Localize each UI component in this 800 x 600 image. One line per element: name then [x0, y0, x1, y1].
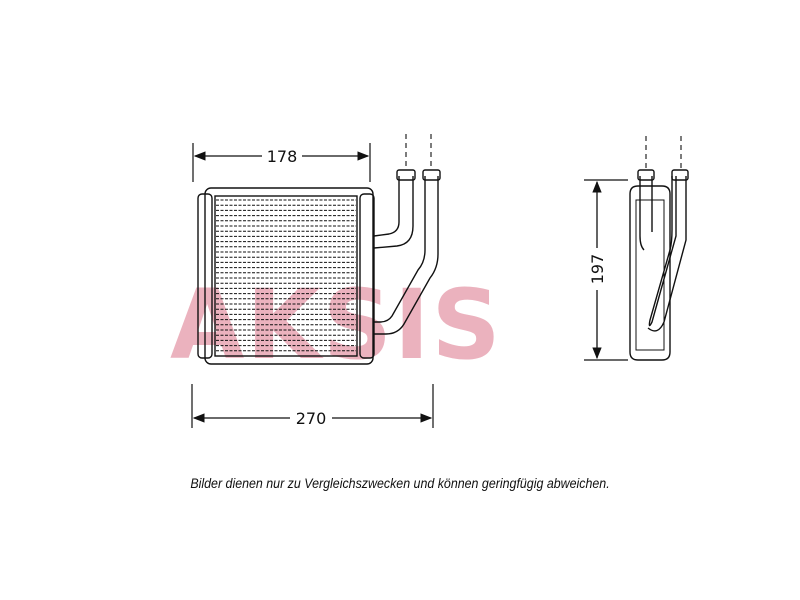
- inlet-outlet-pipes: [373, 134, 441, 335]
- dimension-label-270: 270: [296, 409, 327, 428]
- dimension-height: 197: [584, 179, 628, 361]
- core-frame: [204, 187, 374, 365]
- heater-core-side-view: [629, 136, 689, 361]
- dimension-core-width: 178: [192, 143, 371, 182]
- fin-area: [214, 195, 358, 357]
- core-fins: [216, 199, 356, 352]
- heater-core-front-view: [197, 187, 375, 365]
- dimension-overall-width: 270: [191, 384, 434, 428]
- left-tank: [197, 193, 213, 359]
- right-tank: [359, 193, 375, 359]
- disclaimer-caption: Bilder dienen nur zu Vergleichszwecken u…: [190, 476, 610, 491]
- dimension-label-178: 178: [267, 147, 298, 166]
- side-body: [629, 185, 671, 361]
- dimension-label-197: 197: [588, 254, 607, 285]
